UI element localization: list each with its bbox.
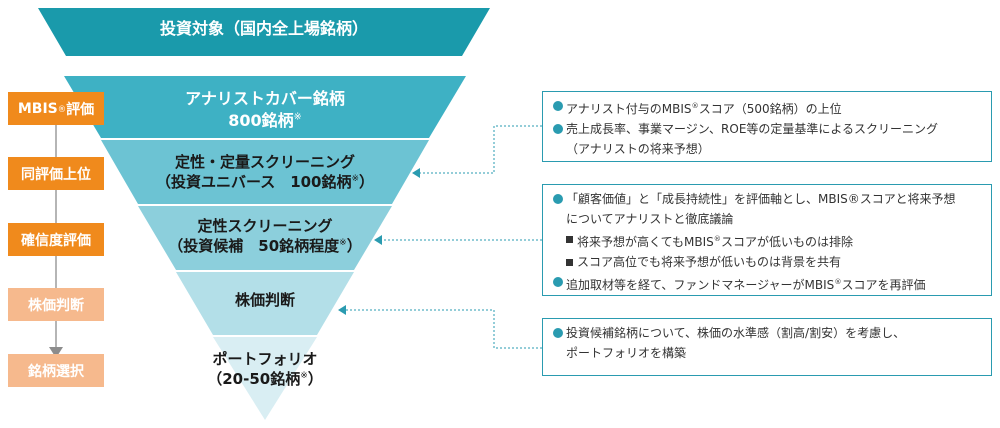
description-box-screening: アナリスト付与のMBIS®スコア（500銘柄）の上位 売上成長率、事業マージン、… — [542, 91, 992, 162]
level3-line2: （投資候補 50銘柄程度※） — [168, 237, 362, 256]
step-conviction-evaluation: 確信度評価 — [8, 223, 104, 256]
box3-bullet-1: 投資候補銘柄について、株価の水準感（割高/割安）を考慮し、 — [553, 323, 981, 343]
level5-line1: ポートフォリオ — [212, 350, 318, 368]
level1-line1: アナリストカバー銘柄 — [185, 89, 345, 108]
level3-line1: 定性スクリーニング — [197, 217, 333, 235]
funnel-level4-label: 株価判断 — [234, 291, 295, 309]
bullet-dot-icon — [553, 194, 563, 204]
funnel-level4-shape — [176, 272, 354, 335]
funnel-level5-shape — [213, 337, 317, 420]
level2-line1: 定性・定量スクリーニング — [174, 153, 355, 171]
box1-bullet-1: アナリスト付与のMBIS®スコア（500銘柄）の上位 — [553, 96, 981, 119]
description-box-portfolio: 投資候補銘柄について、株価の水準感（割高/割安）を考慮し、 ポートフォリオを構築 — [542, 318, 992, 376]
box1-bullet-2: 売上成長率、事業マージン、ROE等の定量基準によるスクリーニング — [553, 119, 981, 139]
bullet-dot-icon — [553, 101, 563, 111]
bullet-dot-icon — [553, 277, 563, 287]
leader-arrow-2 — [374, 235, 382, 245]
funnel-level2-shape — [101, 140, 429, 204]
leader-line-1 — [420, 125, 542, 174]
top-banner-shape — [38, 8, 490, 56]
step-connector-arrowhead — [49, 347, 63, 358]
funnel-level2-label: 定性・定量スクリーニング （投資ユニバース 100銘柄※） — [101, 152, 429, 193]
step-stock-selection: 銘柄選択 — [8, 354, 104, 387]
funnel-level3-label: 定性スクリーニング （投資候補 50銘柄程度※） — [138, 216, 392, 257]
description-box-qualitative: 「顧客価値」と「成長持続性」を評価軸とし、MBIS®スコアと将来予想 についてア… — [542, 184, 992, 296]
box2-sub-bullet-1: 将来予想が高くてもMBIS®スコアが低いものは排除 — [553, 229, 981, 252]
funnel-level1-shape — [64, 76, 466, 138]
step-top-rated: 同評価上位 — [8, 157, 104, 190]
funnel-level3-shape — [138, 206, 392, 270]
level1-line2: 800銘柄※ — [228, 110, 302, 130]
leader-arrow-3 — [338, 305, 346, 315]
step-mbis-evaluation: MBIS®評価 — [8, 92, 104, 125]
box2-bullet-1: 「顧客価値」と「成長持続性」を評価軸とし、MBIS®スコアと将来予想 — [553, 189, 981, 209]
box3-bullet-1-continuation: ポートフォリオを構築 — [566, 346, 687, 360]
square-bullet-icon — [566, 259, 573, 266]
leader-arrow-1 — [412, 168, 420, 178]
bullet-dot-icon — [553, 124, 563, 134]
level5-line2: （20-50銘柄※） — [207, 370, 323, 389]
funnel-level5-label: ポートフォリオ （20-50銘柄※） — [165, 349, 365, 390]
box1-bullet-2-continuation: （アナリストの将来予想） — [566, 142, 710, 156]
square-bullet-icon — [566, 236, 573, 243]
bullet-dot-icon — [553, 328, 563, 338]
step-price-judgement: 株価判断 — [8, 288, 104, 321]
leader-line-3 — [346, 309, 542, 349]
level2-line2: （投資ユニバース 100銘柄※） — [155, 173, 375, 192]
box2-bullet-1-continuation: についてアナリストと徹底議論 — [566, 212, 734, 226]
top-banner-label: 投資対象（国内全上場銘柄） — [159, 19, 368, 38]
box2-sub-bullet-2: スコア高位でも将来予想が低いものは背景を共有 — [553, 252, 981, 272]
box2-bullet-3: 追加取材等を経て、ファンドマネージャーがMBIS®スコアを再評価 — [553, 272, 981, 295]
funnel-level1-label: アナリストカバー銘柄 800銘柄※ — [64, 88, 466, 131]
